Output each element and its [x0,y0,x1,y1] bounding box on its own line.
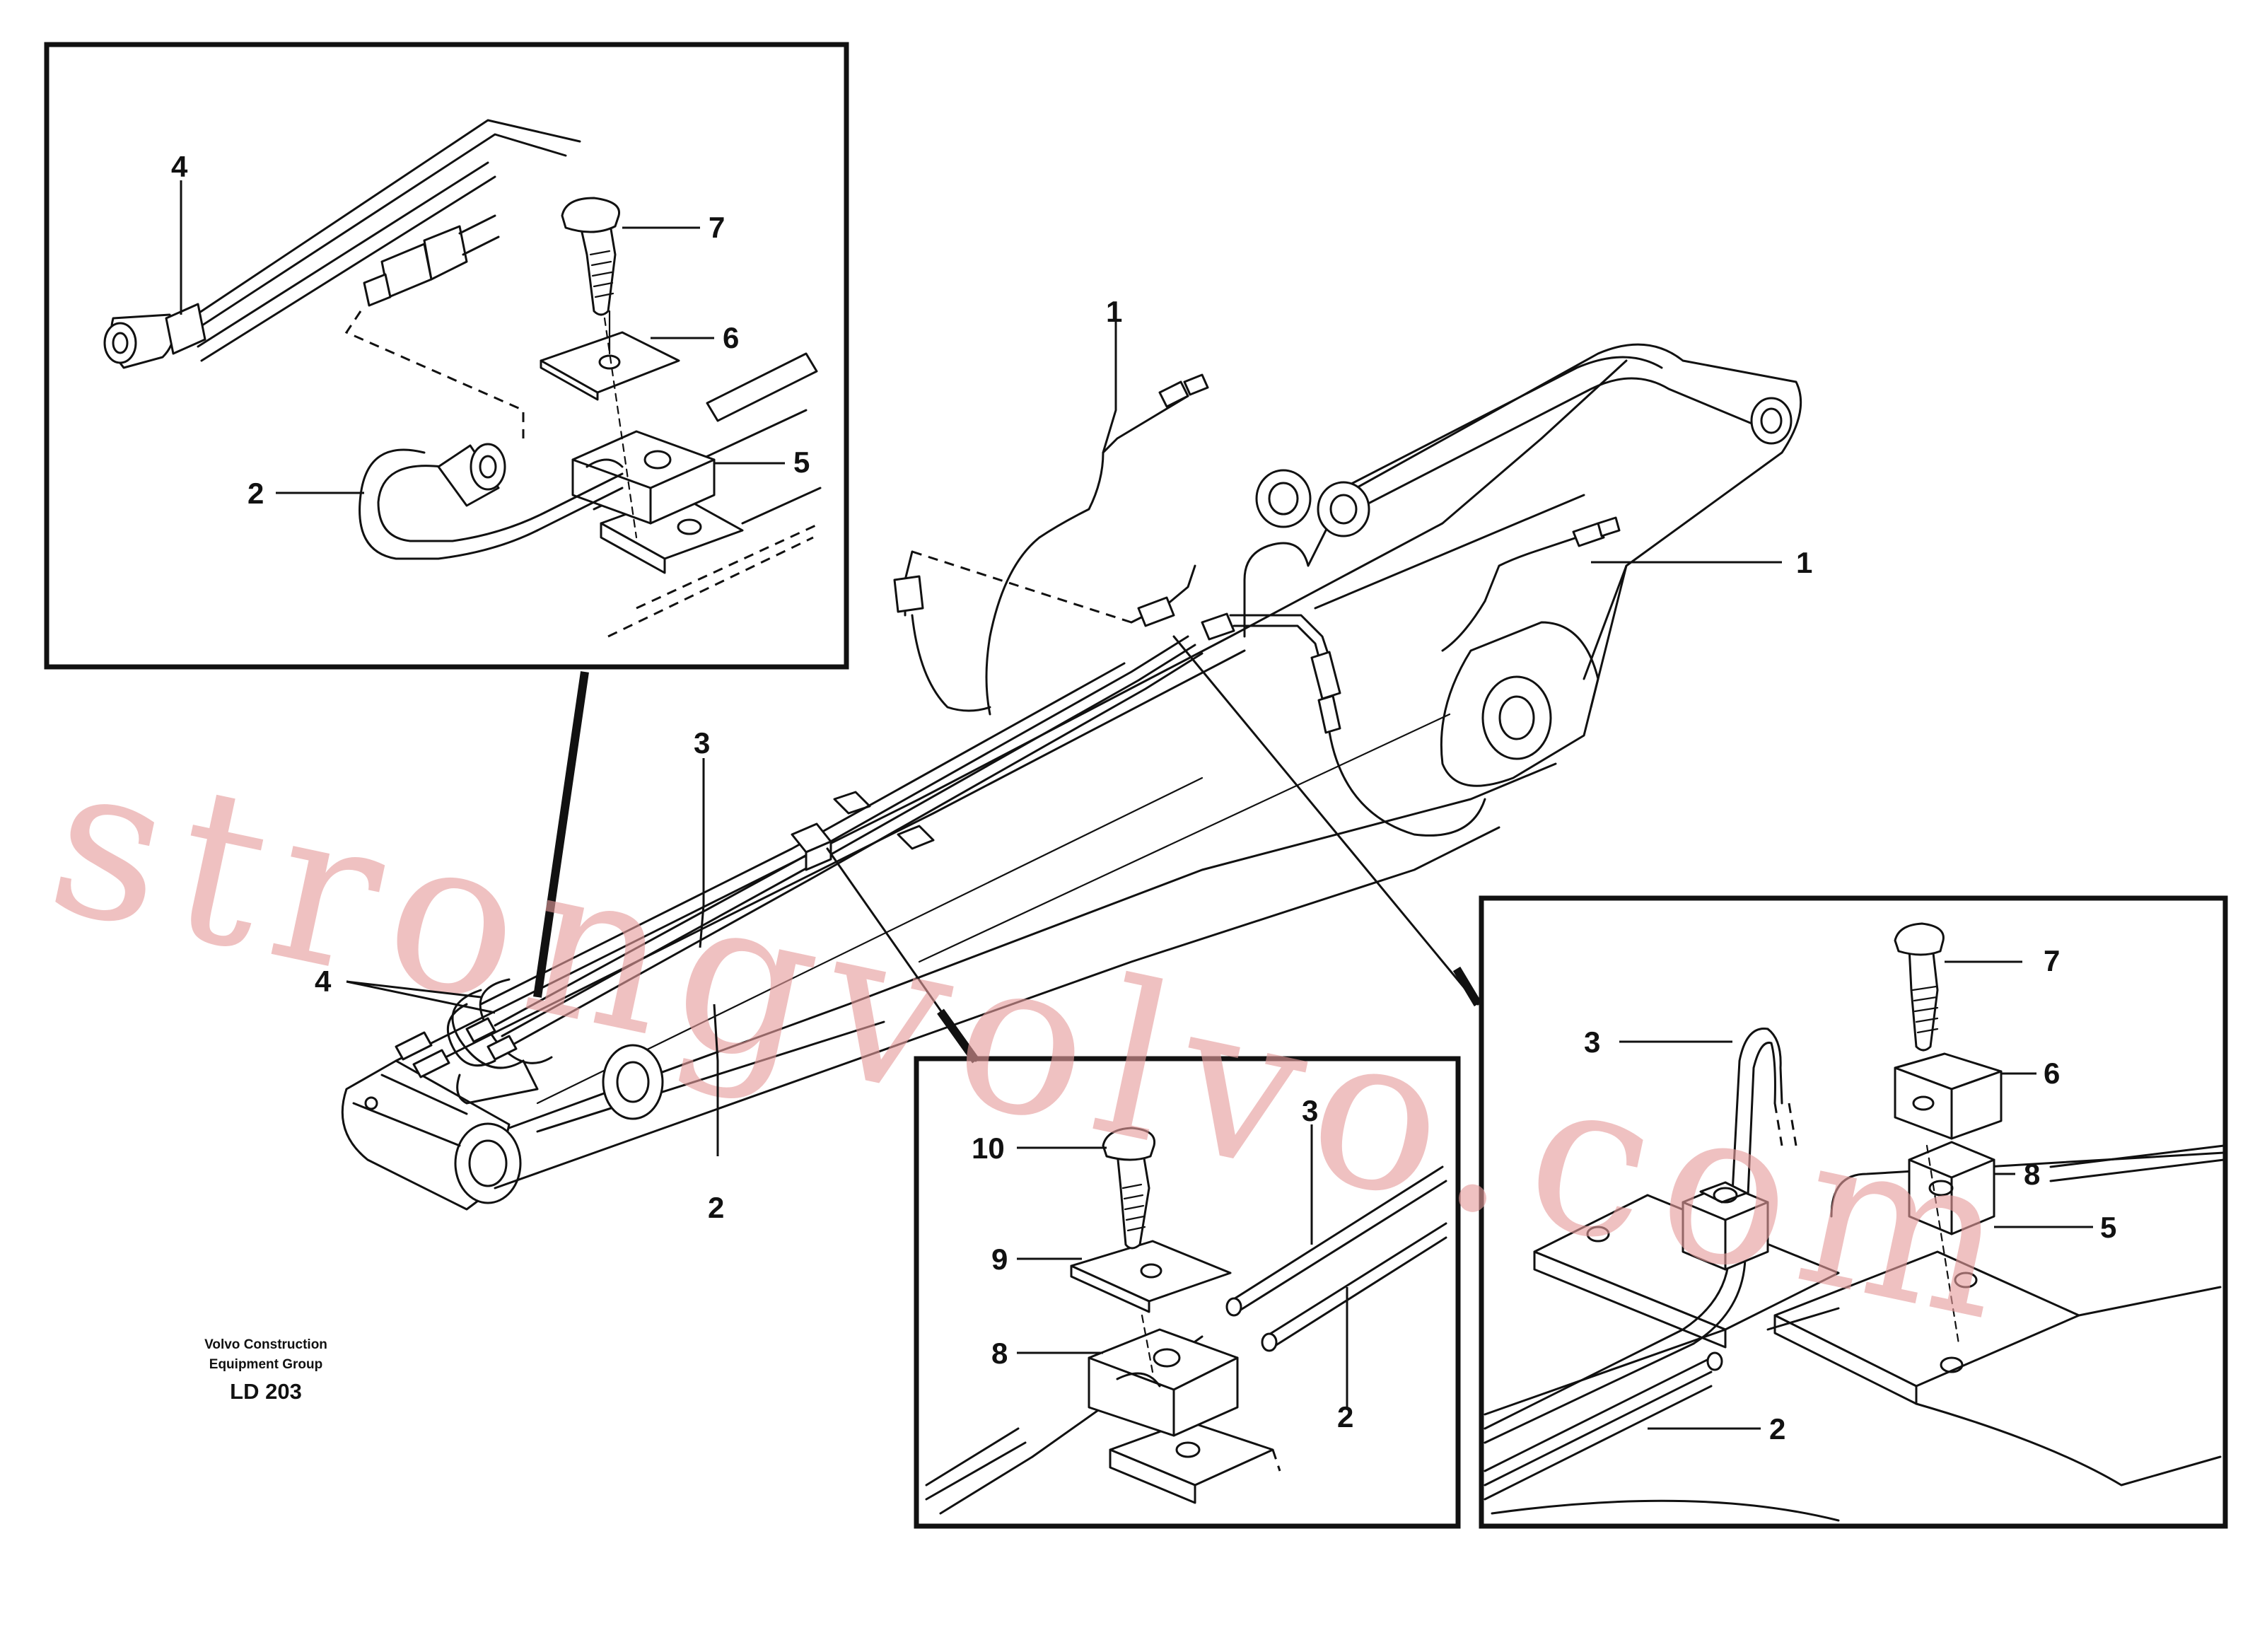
callout-br-5: 5 [2100,1211,2116,1244]
callout-bc-9: 9 [991,1243,1008,1276]
connector-lines [533,635,1482,1064]
callout-main-1-right: 1 [1796,546,1812,579]
detail-view-top-left [44,42,849,670]
callout-br-7: 7 [2044,944,2060,977]
callout-main-4: 4 [315,965,332,998]
callouts: 1 1 3 2 4 4 7 6 5 2 10 3 9 8 2 7 3 [171,150,2116,1446]
callout-tl-5: 5 [793,446,810,479]
callout-bc-3: 3 [1302,1094,1318,1127]
callout-bc-2: 2 [1337,1400,1353,1433]
callout-bc-10: 10 [972,1132,1005,1165]
callout-main-3: 3 [694,726,710,760]
callout-br-2: 2 [1769,1412,1785,1446]
detail-view-bottom-right [1479,895,2228,1529]
detail-view-bottom-center [914,1056,1461,1529]
callout-tl-2: 2 [247,477,264,510]
callout-br-8: 8 [2024,1158,2040,1191]
callout-br-3: 3 [1584,1025,1600,1059]
callout-br-6: 6 [2044,1057,2060,1090]
callout-main-1-top: 1 [1106,295,1122,328]
callout-tl-7: 7 [709,211,725,244]
credit-block: Volvo Construction Equipment Group LD 20… [204,1337,327,1404]
callout-bc-8: 8 [991,1337,1008,1370]
diagram-code: LD 203 [230,1379,302,1404]
callout-main-2: 2 [708,1191,724,1224]
boom-assembly [341,343,1802,1211]
credit-company-line1: Volvo Construction [204,1337,327,1352]
callout-tl-4: 4 [171,150,188,183]
credit-company-line2: Equipment Group [209,1357,322,1372]
watermark-text: strongvolvo.com [32,713,2043,1371]
callout-tl-6: 6 [723,321,739,354]
